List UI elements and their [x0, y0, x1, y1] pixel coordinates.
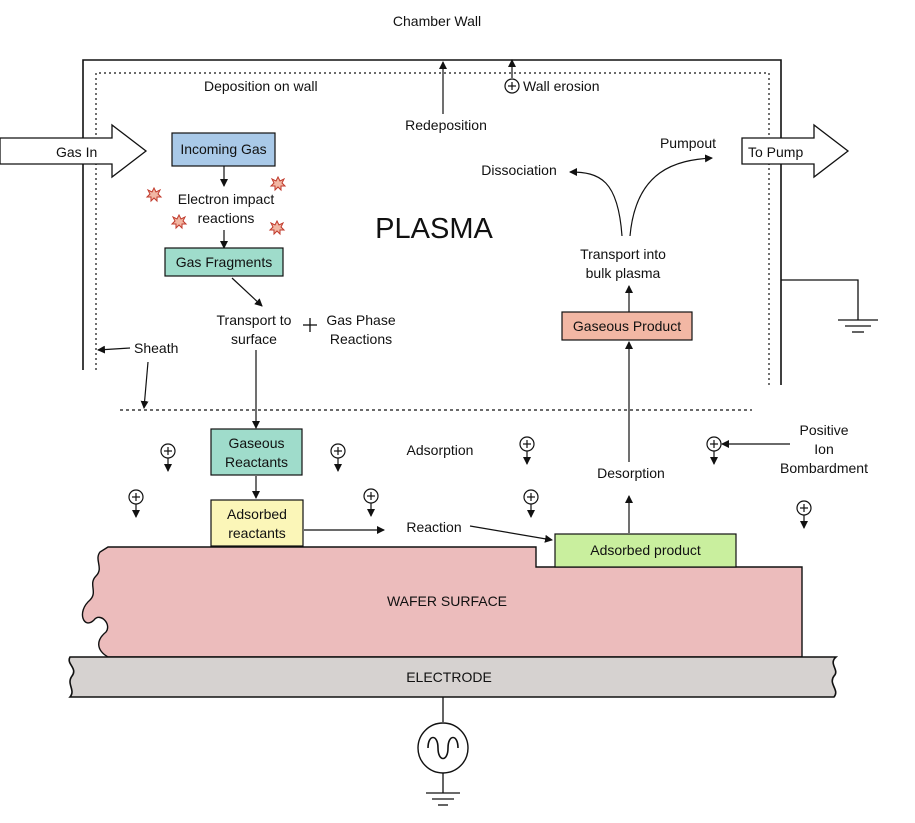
positive-ion-label-1: Positive	[799, 422, 848, 438]
incoming-gas-box	[171, 132, 276, 167]
transport-bulk-label-1: Transport into	[580, 246, 666, 262]
dissociation-label: Dissociation	[481, 162, 556, 178]
gaseous-reactants-box	[210, 428, 303, 476]
adsorbed-reactants-label-1: Adsorbed	[227, 506, 287, 522]
gas-in-label: Gas In	[56, 144, 97, 160]
redeposition-label: Redeposition	[405, 117, 487, 133]
gas-fragments-box	[164, 247, 284, 277]
ion-3	[331, 444, 345, 471]
star-2	[270, 176, 286, 191]
positive-ion-label-2: Ion	[814, 441, 833, 457]
ion-7	[707, 437, 721, 464]
star-1	[146, 187, 162, 202]
gaseous-product-label: Gaseous Product	[573, 318, 681, 334]
electron-impact-label-2: reactions	[198, 210, 255, 226]
sheath-arrow-left	[97, 345, 131, 354]
gas-phase-label-1: Gas Phase	[326, 312, 395, 328]
ion-5	[520, 437, 534, 464]
positive-ion-label-3: Bombardment	[780, 460, 868, 476]
sheath-label: Sheath	[134, 340, 178, 356]
gaseous-reactants-label-1: Gaseous	[228, 435, 284, 451]
wall-ground	[781, 279, 878, 333]
chamber-wall-label: Chamber Wall	[393, 13, 481, 29]
adsorbed-reactants-label-2: reactants	[228, 525, 286, 541]
transport-surface-label-2: surface	[231, 331, 277, 347]
dissociation-arc	[569, 168, 623, 237]
arrow-fragments-to-transport	[231, 277, 263, 307]
ion-2	[129, 490, 143, 517]
to-pump-arrow	[741, 123, 850, 179]
sheath-arrow-down	[140, 361, 149, 409]
electron-impact-label-1: Electron impact	[178, 191, 275, 207]
gaseous-reactants-label-2: Reactants	[225, 454, 288, 470]
gas-phase-label-2: Reactions	[330, 331, 392, 347]
gas-in-arrow	[0, 123, 148, 179]
reaction-label: Reaction	[406, 519, 461, 535]
ion-8	[797, 501, 811, 528]
adsorption-label: Adsorption	[407, 442, 474, 458]
plasma-label: PLASMA	[375, 213, 493, 245]
adsorbed-reactants-box	[210, 499, 304, 547]
wall-erosion-ion	[504, 78, 520, 94]
electrode	[68, 656, 839, 698]
star-4	[269, 220, 285, 235]
rf-source	[417, 697, 469, 806]
pumpout-label: Pumpout	[660, 135, 716, 151]
plus-sign	[303, 318, 317, 332]
transport-bulk-label-2: bulk plasma	[586, 265, 661, 281]
incoming-gas-label: Incoming Gas	[180, 141, 266, 157]
electrode-label: ELECTRODE	[406, 669, 492, 685]
wafer-surface	[81, 546, 803, 658]
chamber-wall-inner	[95, 72, 770, 385]
wall-erosion-label: Wall erosion	[523, 78, 600, 94]
gaseous-product-box	[561, 311, 693, 341]
star-3	[171, 214, 187, 229]
to-pump-label: To Pump	[748, 144, 803, 160]
pumpout-arc	[629, 154, 713, 237]
gas-fragments-label: Gas Fragments	[176, 254, 272, 270]
ion-6	[524, 490, 538, 517]
deposition-on-wall-label: Deposition on wall	[204, 78, 318, 94]
wafer-surface-label: WAFER SURFACE	[387, 593, 507, 609]
adsorbed-product-label: Adsorbed product	[590, 542, 701, 558]
desorption-label: Desorption	[597, 465, 665, 481]
adsorbed-product-box	[554, 533, 737, 568]
chamber-wall-outer	[82, 59, 782, 385]
arrow-reaction-to-product	[469, 525, 553, 543]
transport-surface-label-1: Transport to	[217, 312, 292, 328]
ion-4	[364, 489, 378, 516]
ion-1	[161, 444, 175, 471]
